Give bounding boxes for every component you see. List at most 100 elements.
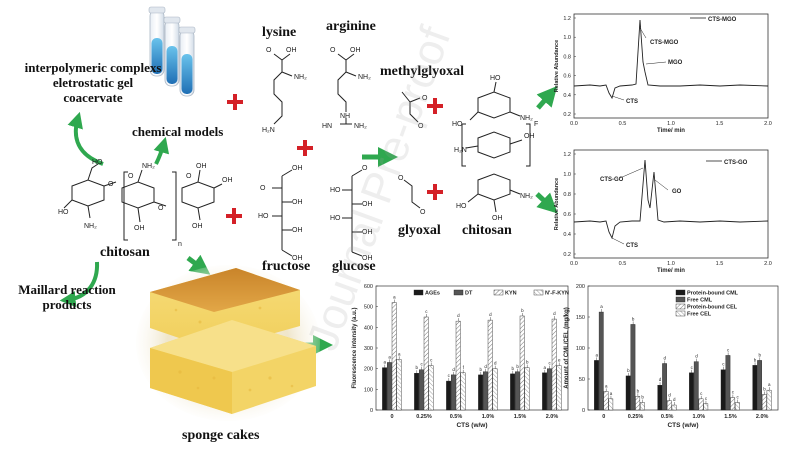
chromatogram-ytick: 1.0: [563, 35, 571, 41]
svg-text:O: O: [266, 47, 272, 54]
arginine-label: arginine: [326, 19, 376, 34]
fructose-structure: [272, 169, 293, 257]
glyoxal-label: glyoxal: [398, 223, 441, 238]
bar: [693, 361, 699, 411]
svg-text:O: O: [158, 205, 164, 212]
x-tick-label: 0.25%: [628, 414, 644, 420]
complexes-label-line3: coacervate: [63, 90, 123, 105]
svg-text:HO: HO: [490, 75, 501, 82]
glucose-structure: [342, 169, 363, 257]
legend-label: KYN: [505, 291, 517, 297]
significance-letter: b: [512, 366, 515, 371]
chemical-models-label: chemical models: [132, 124, 224, 139]
chromatogram-ytick: 1.0: [563, 172, 571, 178]
svg-text:F: F: [534, 121, 538, 128]
y-tick-label: 0: [370, 408, 373, 414]
chromatogram-xtick: 1.5: [716, 261, 724, 267]
bar: [478, 374, 483, 411]
y-tick-label: 100: [364, 387, 373, 393]
chromatogram-xtick: 2.0: [764, 121, 772, 127]
svg-text:O: O: [186, 173, 192, 180]
y-tick-label: 300: [364, 346, 373, 352]
x-tick-label: 1.0%: [482, 414, 495, 420]
svg-text:O: O: [398, 175, 404, 182]
glyoxal-atoms: OO: [398, 175, 426, 216]
bar: [725, 355, 731, 411]
bar: [460, 372, 466, 411]
bar: [689, 372, 694, 411]
y-tick-label: 100: [576, 346, 585, 352]
plus-icon: [227, 94, 243, 110]
bar: [630, 324, 636, 411]
chromatogram-xtick: 0.0: [570, 261, 578, 267]
chitosan-left-label: chitosan: [100, 245, 150, 260]
svg-text:O: O: [260, 185, 266, 192]
svg-text:OH: OH: [286, 47, 297, 54]
significance-letter: a: [768, 382, 771, 387]
svg-text:NH: NH: [340, 113, 350, 120]
chromatogram-ylabel: Relative Abundance: [554, 178, 560, 230]
bar: [446, 380, 451, 411]
chromatogram-bottom: [573, 149, 769, 259]
legend-label: N'-F-KYN: [545, 291, 569, 297]
bar: [551, 318, 557, 411]
bar: [598, 311, 604, 411]
significance-letter: c: [705, 396, 708, 401]
svg-text:HO: HO: [456, 203, 467, 210]
y-tick-label: 200: [364, 367, 373, 373]
legend-swatch: [533, 289, 544, 296]
bar: [391, 302, 397, 411]
significance-letter: b: [516, 364, 519, 369]
chromatogram-ytick: 0.6: [563, 212, 571, 218]
significance-letter: c: [691, 365, 694, 370]
arginine-structure: [337, 53, 357, 125]
svg-text:OH: OH: [492, 215, 503, 222]
complexes-label-line1: interpolymeric complexs: [24, 60, 162, 75]
svg-text:HO: HO: [58, 209, 69, 216]
svg-text:HN: HN: [322, 123, 332, 130]
significance-letter: d: [494, 361, 497, 366]
significance-letter: a: [595, 352, 598, 357]
significance-letter: a: [393, 295, 396, 300]
chromatogram-xtick: 0.5: [619, 261, 627, 267]
significance-letter: b: [627, 368, 630, 373]
svg-text:OH: OH: [222, 177, 233, 184]
bar: [720, 369, 726, 411]
bar: [662, 363, 667, 411]
significance-letter: c: [548, 361, 551, 366]
significance-letter: b: [526, 360, 529, 365]
chromatogram-ytick: 0.2: [563, 252, 571, 258]
significance-letter: c: [420, 362, 423, 367]
chromatogram-xtick: 1.0: [667, 121, 675, 127]
chromatogram-xlabel: Time/ min: [657, 128, 685, 134]
bar: [594, 360, 599, 411]
arrow-to-chemical-models: [153, 136, 170, 165]
significance-letter: b: [641, 395, 644, 400]
chromatogram-ytick: 1.2: [563, 152, 571, 158]
bar: [387, 362, 392, 411]
legend-label: DT: [465, 291, 473, 297]
x-tick-label: 0: [602, 414, 605, 420]
y-tick-label: 500: [364, 305, 373, 311]
svg-text:NH₂: NH₂: [358, 74, 371, 81]
svg-text:HO: HO: [258, 213, 269, 220]
bar: [703, 403, 709, 411]
significance-letter: d: [664, 356, 667, 361]
significance-letter: b: [759, 352, 762, 357]
y-tick-label: 600: [364, 284, 373, 290]
bar: [640, 402, 645, 411]
legend-swatch: [675, 296, 686, 303]
x-tick-label: 2.0%: [546, 414, 559, 420]
fructose-label: fructose: [262, 259, 311, 274]
svg-text:O: O: [330, 47, 336, 54]
bar: [766, 389, 772, 411]
bar: [510, 373, 515, 411]
bar: [625, 375, 631, 411]
chromatogram-ytick: 0.8: [563, 192, 571, 198]
y-tick-label: 50: [579, 377, 585, 383]
svg-text:NH₂: NH₂: [354, 123, 367, 130]
